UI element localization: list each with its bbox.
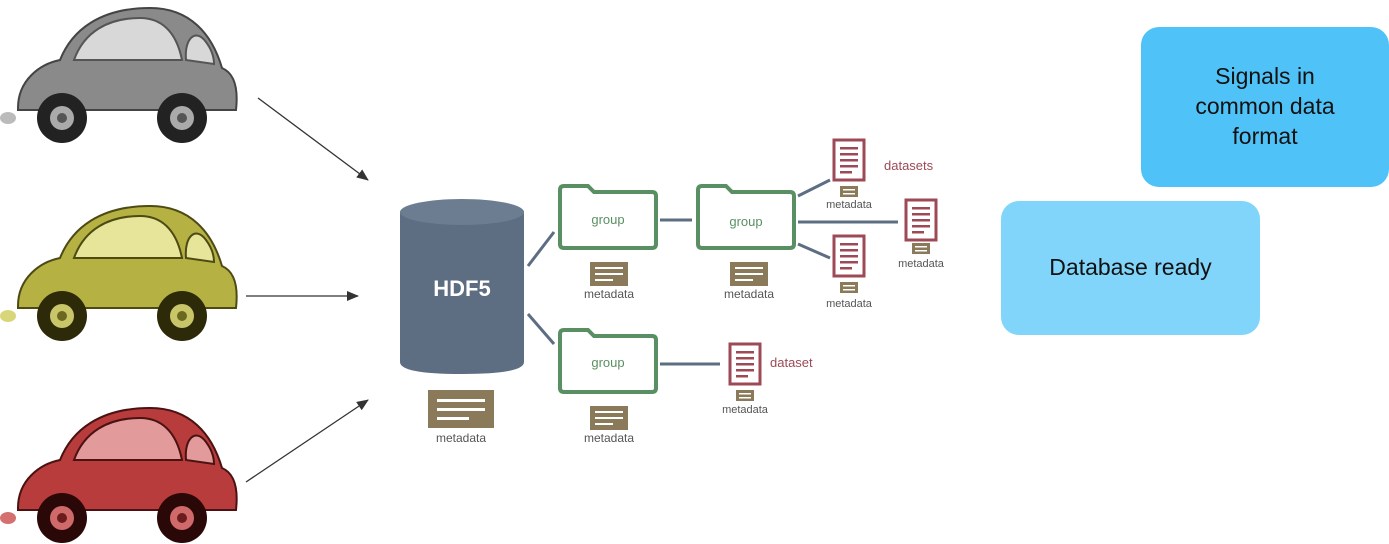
hdf5-metadata-icon (428, 390, 494, 428)
dataset-icon-right (904, 198, 938, 242)
gray-car (0, 6, 238, 143)
group-folder-1: group (558, 184, 658, 250)
group-folder-2: group (696, 184, 796, 250)
hdf5-metadata-label: metadata (436, 431, 486, 445)
signals-callout-text: Signals in common data format (1195, 63, 1335, 149)
database-callout: Database ready (1001, 201, 1260, 335)
dataset-lower-metadata-label: metadata (722, 404, 769, 416)
dataset-icon-bottom (832, 234, 866, 278)
arrow-red-car (245, 399, 369, 483)
dataset-top-metadata-label: metadata (826, 199, 873, 211)
datasets-label: datasets (884, 158, 934, 173)
group1-metadata-icon (590, 262, 628, 286)
dataset-right-metadata-label: metadata (898, 258, 945, 270)
svg-text:group: group (591, 212, 624, 227)
dataset-icon-lower (728, 342, 762, 386)
dataset-bottom-metadata-label: metadata (826, 298, 873, 310)
hdf5-label: HDF5 (433, 276, 490, 301)
svg-text:group: group (729, 214, 762, 229)
dataset-top-metadata-icon (840, 186, 858, 197)
signals-callout: Signals in common data format (1141, 27, 1389, 187)
group1-metadata-label: metadata (584, 287, 634, 301)
group3-metadata-icon (590, 406, 628, 430)
group2-metadata-label: metadata (724, 287, 774, 301)
dataset-lower-metadata-icon (736, 390, 754, 401)
group3-metadata-label: metadata (584, 431, 634, 445)
svg-text:group: group (591, 355, 624, 370)
group-folder-3: group (558, 328, 658, 394)
hdf5-cylinder: HDF5 (400, 199, 524, 374)
arrow-gray-car (257, 97, 369, 181)
connectors (526, 178, 898, 366)
database-callout-text: Database ready (1049, 254, 1212, 281)
red-car (0, 406, 238, 543)
yellow-car (0, 204, 238, 341)
dataset-icon-top (832, 138, 866, 182)
dataset-label: dataset (770, 355, 813, 370)
dataset-right-metadata-icon (912, 243, 930, 254)
group2-metadata-icon (730, 262, 768, 286)
dataset-bottom-metadata-icon (840, 282, 858, 293)
